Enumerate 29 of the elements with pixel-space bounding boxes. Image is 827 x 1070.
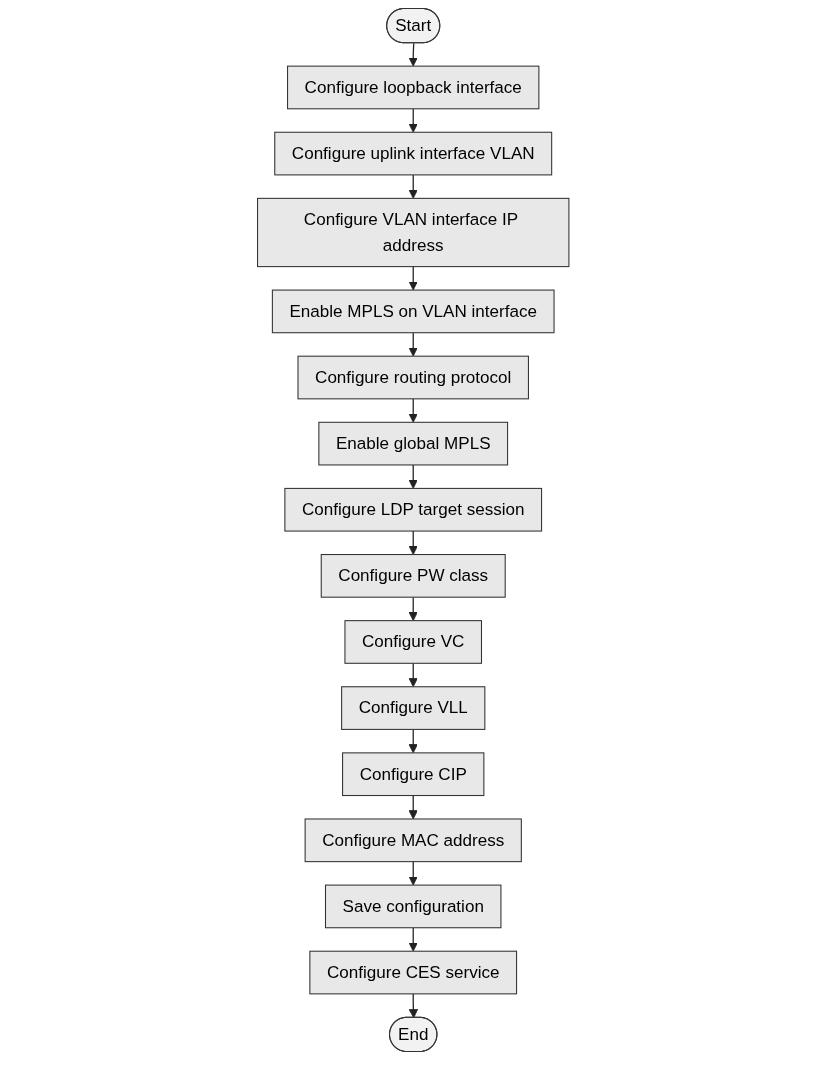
arrow xyxy=(408,108,419,133)
node-box: Configure routing protocol xyxy=(297,355,530,400)
arrow xyxy=(408,861,419,886)
arrow xyxy=(408,662,419,688)
arrow xyxy=(408,596,419,622)
arrow xyxy=(408,332,419,357)
arrow xyxy=(408,794,419,820)
arrow xyxy=(408,927,419,952)
arrow xyxy=(408,530,419,555)
node-box: Enable MPLS on VLAN interface xyxy=(272,289,555,334)
node-box: Configure loopback interface xyxy=(287,65,540,110)
arrow xyxy=(408,42,419,67)
node-box: Configure PW class xyxy=(321,554,506,598)
node-box: Configure VC xyxy=(344,620,483,664)
arrow xyxy=(408,265,419,291)
node-box: Configure uplink interface VLAN xyxy=(274,131,553,176)
node-box: Enable global MPLS xyxy=(318,421,509,466)
node-box: Save configuration xyxy=(325,884,502,929)
arrow xyxy=(408,464,419,489)
arrow xyxy=(408,398,419,423)
node-box: Configure CIP xyxy=(342,752,485,797)
arrow xyxy=(409,993,419,1019)
node-box: Configure LDP target session xyxy=(284,487,543,532)
arrow xyxy=(408,174,419,199)
node-box: Configure VLAN interface IP address xyxy=(257,197,570,268)
arrow xyxy=(408,728,419,754)
node-box: Configure CES service xyxy=(309,950,518,995)
node-box: Configure MAC address xyxy=(304,818,523,863)
node-box: Configure VLL xyxy=(341,686,486,730)
